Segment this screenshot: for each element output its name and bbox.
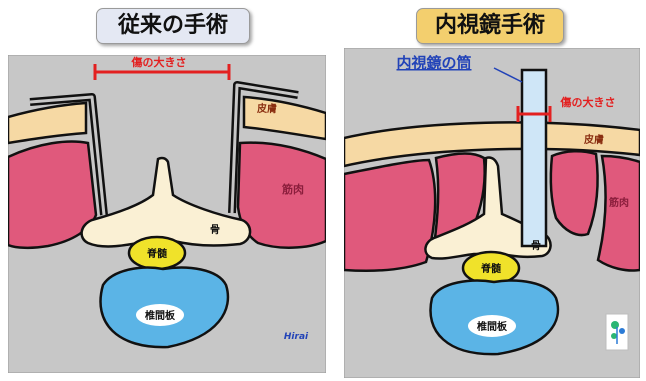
spinal-cord-label: 脊髄: [480, 262, 502, 275]
disc-label: 椎間板: [476, 320, 508, 333]
conventional-surgery-diagram: 傷の大きさ 皮膚 筋肉 骨 脊髄 椎間板 Hirai: [8, 55, 326, 373]
muscle-label: 筋肉: [281, 182, 304, 196]
bone-label: 骨: [531, 240, 541, 252]
endoscope-tube: [522, 70, 546, 246]
clinic-logo: [606, 314, 628, 350]
bone-label: 骨: [210, 224, 220, 236]
wound-size-label: 傷の大きさ: [131, 55, 187, 69]
title-endoscopic-surgery: 内視鏡手術: [416, 8, 564, 44]
endoscopic-surgery-diagram: 内視鏡の筒 傷の大きさ 皮膚 筋肉 骨 脊髄 椎間板: [344, 48, 640, 378]
signature: Hirai: [284, 332, 309, 342]
skin-label: 皮膚: [256, 102, 277, 115]
muscle-right-outer: [598, 156, 640, 271]
title-conventional-surgery: 従来の手術: [96, 8, 250, 44]
endoscope-tube-label: 内視鏡の筒: [396, 54, 471, 72]
muscle-right-inner: [551, 151, 598, 235]
skin-label: 皮膚: [583, 133, 604, 146]
wound-size-label: 傷の大きさ: [560, 95, 616, 109]
muscle-left-outer: [344, 160, 435, 271]
spinal-cord-label: 脊髄: [146, 247, 168, 260]
disc-label: 椎間板: [144, 309, 176, 322]
muscle-label: 筋肉: [608, 196, 629, 209]
